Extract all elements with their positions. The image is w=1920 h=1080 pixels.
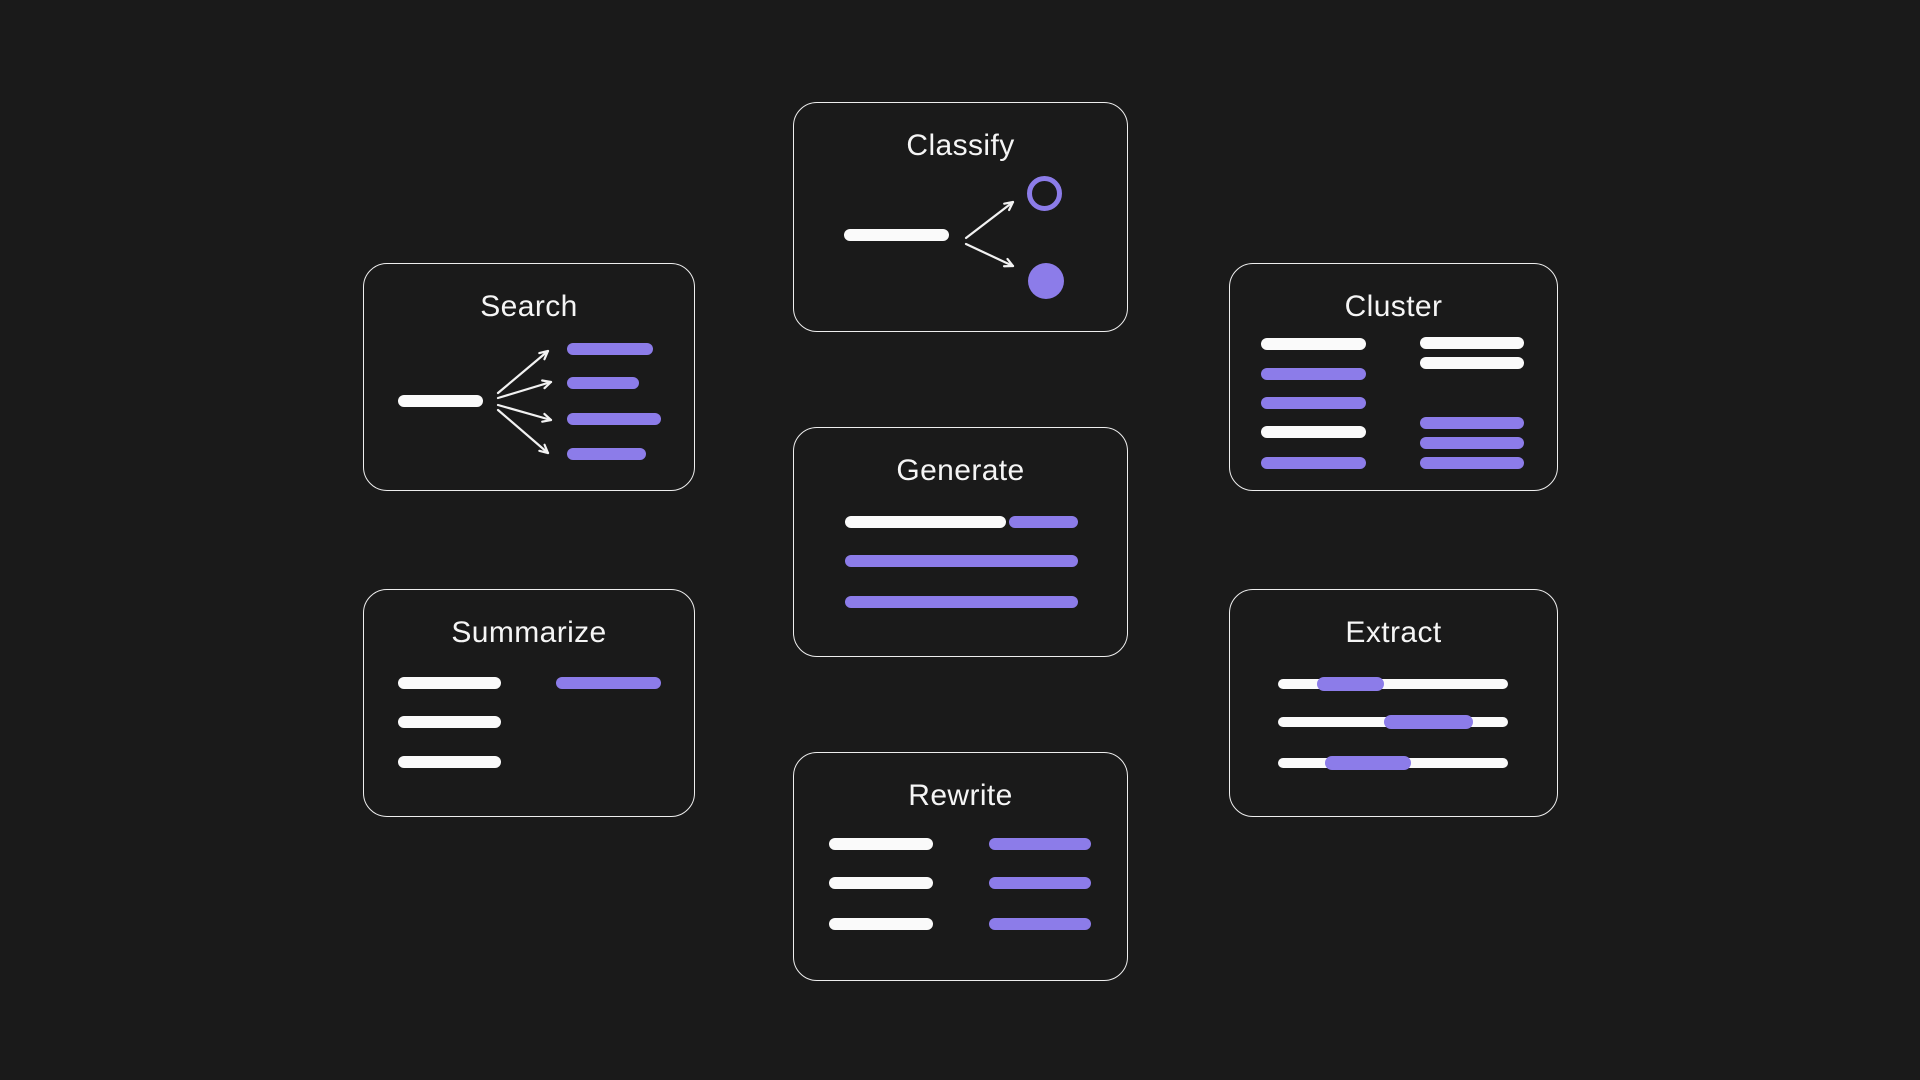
source-text-bar — [398, 716, 501, 728]
source-text-bar — [398, 756, 501, 768]
prompt-text-bar — [845, 516, 1006, 528]
filled-circle-icon — [1028, 263, 1064, 299]
cluster-group-purple-bar — [1420, 437, 1524, 449]
generated-text-bar — [845, 596, 1078, 608]
result-bar — [567, 343, 653, 355]
card-title-cluster: Cluster — [1344, 290, 1443, 323]
card-generate: Generate — [793, 427, 1128, 657]
unsorted-item-bar — [1261, 368, 1366, 380]
rewritten-text-bar — [989, 918, 1091, 930]
result-bar — [567, 413, 661, 425]
result-bar — [567, 377, 639, 389]
split-arrows-icon — [964, 200, 1015, 268]
query-text-bar — [398, 395, 483, 407]
card-title-summarize: Summarize — [451, 616, 607, 649]
cluster-group-purple-bar — [1420, 417, 1524, 429]
extracted-highlight-bar — [1384, 715, 1473, 729]
unsorted-item-bar — [1261, 426, 1366, 438]
source-text-bar — [398, 677, 501, 689]
card-search: Search — [363, 263, 695, 491]
rewritten-text-bar — [989, 877, 1091, 889]
unsorted-item-bar — [1261, 338, 1366, 350]
cluster-group-white-bar — [1420, 357, 1524, 369]
fan-arrows-icon — [496, 349, 553, 455]
cluster-group-purple-bar — [1420, 457, 1524, 469]
card-title-rewrite: Rewrite — [908, 779, 1013, 812]
result-bar — [567, 448, 646, 460]
document-text-bar — [1278, 679, 1508, 689]
original-text-bar — [829, 877, 933, 889]
rewritten-text-bar — [989, 838, 1091, 850]
input-text-bar — [844, 229, 949, 241]
unsorted-item-bar — [1261, 457, 1366, 469]
card-rewrite: Rewrite — [793, 752, 1128, 981]
card-title-classify: Classify — [906, 129, 1015, 162]
card-cluster: Cluster — [1229, 263, 1558, 491]
generated-text-bar — [845, 555, 1078, 567]
card-extract: Extract — [1229, 589, 1558, 817]
generated-text-bar — [1009, 516, 1078, 528]
card-classify: Classify — [793, 102, 1128, 332]
card-summarize: Summarize — [363, 589, 695, 817]
unsorted-item-bar — [1261, 397, 1366, 409]
hollow-circle-icon — [1027, 176, 1062, 211]
extracted-highlight-bar — [1325, 756, 1411, 770]
card-title-generate: Generate — [896, 454, 1025, 487]
summary-bar — [556, 677, 661, 689]
card-title-search: Search — [480, 290, 578, 323]
extracted-highlight-bar — [1317, 677, 1384, 691]
original-text-bar — [829, 838, 933, 850]
card-title-extract: Extract — [1345, 616, 1442, 649]
cluster-group-white-bar — [1420, 337, 1524, 349]
original-text-bar — [829, 918, 933, 930]
